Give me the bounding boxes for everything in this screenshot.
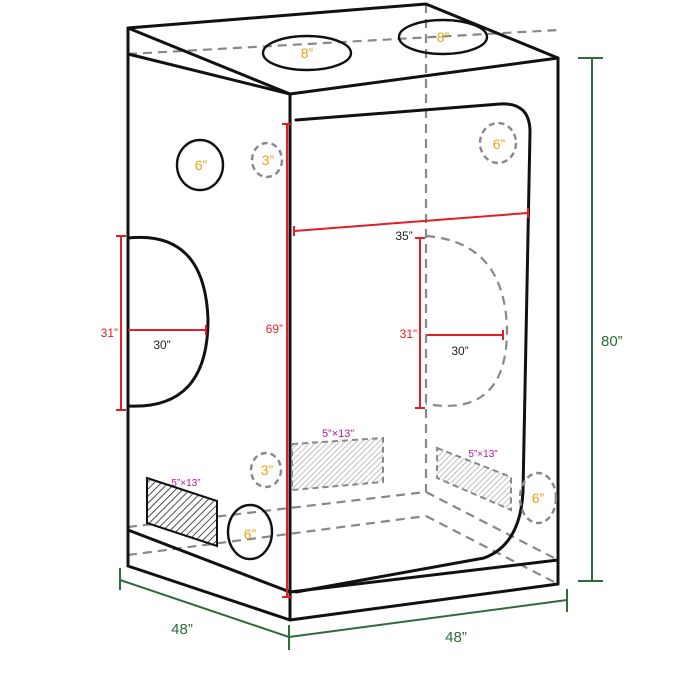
top-port-left — [261, 34, 353, 72]
top-port-right — [397, 18, 489, 56]
side-window — [126, 235, 210, 408]
left-port-upper-large — [175, 138, 225, 192]
width-dimension — [288, 589, 568, 638]
left-port-upper-large-label: 6” — [195, 157, 208, 173]
side-window-height-label: 31” — [101, 326, 118, 340]
door-height-dimension — [264, 123, 292, 598]
depth-label: 48” — [171, 621, 193, 638]
top-port-right-label: 8” — [437, 29, 450, 45]
door-width-dimension — [293, 208, 529, 236]
door-height-label: 69” — [266, 322, 283, 336]
back-vent-left — [291, 436, 384, 492]
side-window-width-label: 30” — [153, 338, 170, 352]
back-window-width-label: 30” — [451, 344, 468, 358]
back-vent-left-label: 5”×13” — [322, 428, 354, 440]
left-port-lower-small — [249, 451, 283, 489]
left-port-lower-large — [226, 503, 274, 561]
left-port-upper-small — [250, 141, 284, 179]
back-vent-right-label: 5”×13” — [468, 449, 497, 460]
back-port-upper — [478, 121, 518, 165]
left-port-lower-large-label: 6” — [244, 526, 257, 542]
left-port-lower-small-label: 3” — [261, 462, 274, 478]
back-window-dimension — [415, 237, 504, 409]
right-port-lower — [518, 471, 558, 525]
depth-dimension — [119, 568, 290, 650]
back-window — [425, 234, 509, 407]
back-port-upper-label: 6” — [493, 136, 506, 152]
front-door — [294, 102, 532, 594]
left-port-upper-small-label: 3” — [262, 152, 275, 168]
top-port-left-label: 8” — [301, 45, 314, 61]
back-window-height-label: 31” — [400, 327, 417, 341]
door-width-label: 35” — [395, 229, 412, 243]
side-vent — [146, 476, 218, 548]
side-window-dimension — [116, 235, 207, 411]
back-vent-right — [436, 446, 512, 512]
width-label: 48” — [445, 629, 467, 646]
tent-outline — [126, 2, 560, 622]
side-vent-label: 5”×13” — [171, 478, 200, 489]
right-port-lower-label: 6” — [532, 490, 545, 506]
height-dimension — [578, 57, 636, 582]
height-label: 80” — [601, 333, 623, 350]
